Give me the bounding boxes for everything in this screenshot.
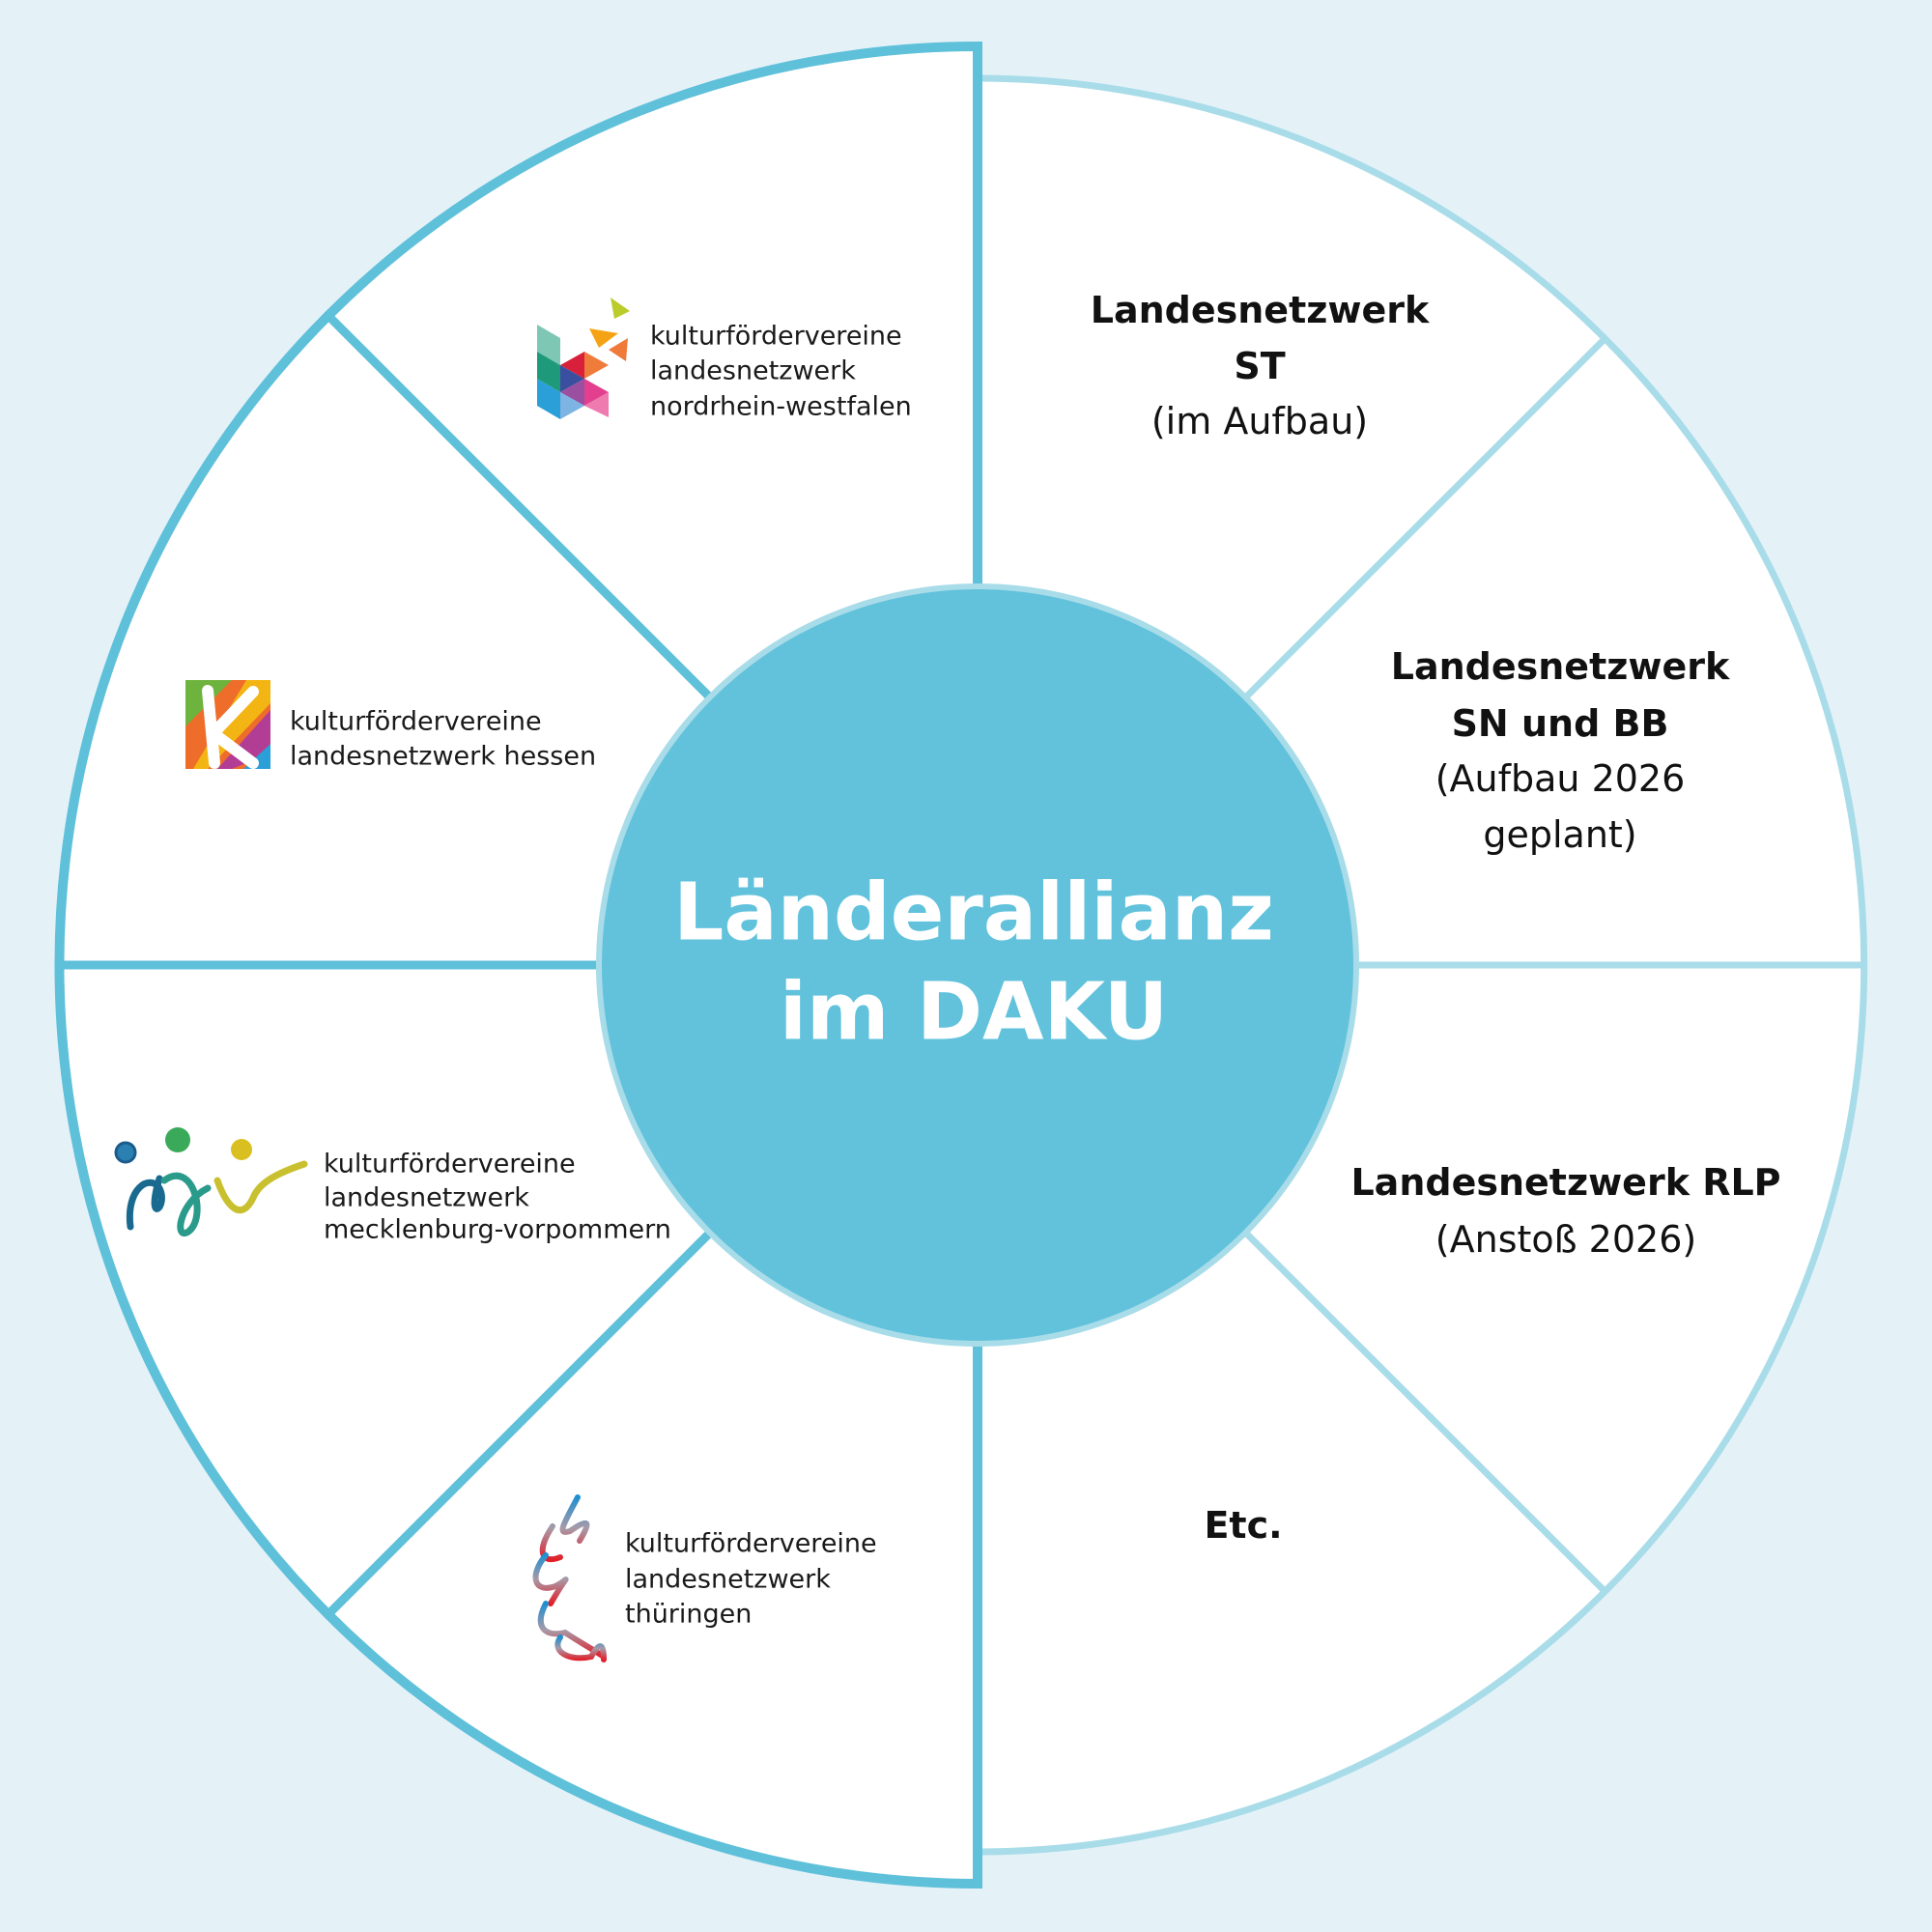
thueringen-logo-text: kulturfördervereine — [625, 1529, 877, 1559]
segment-etc: Etc. — [1204, 1504, 1282, 1547]
center-circle — [602, 589, 1353, 1341]
segment-st-title: ST — [1234, 345, 1285, 387]
segment-hessen: kulturfördervereine landesnetzwerk hesse… — [185, 680, 596, 772]
title-line-1: Länderallianz — [673, 867, 1274, 959]
segment-mv: kulturfördervereine landesnetzwerk meckl… — [114, 1127, 671, 1245]
segment-sn-bb-title: SN und BB — [1452, 702, 1669, 745]
title-line-2: im DAKU — [780, 967, 1168, 1059]
mv-logo-text: kulturfördervereine — [324, 1150, 576, 1179]
hessen-logo-text: kulturfördervereine — [290, 707, 542, 737]
segment-rlp-note: (Anstoß 2026) — [1435, 1218, 1696, 1261]
segment-rlp: Landesnetzwerk RLP (Anstoß 2026) — [1350, 1161, 1780, 1261]
segment-etc-title: Etc. — [1204, 1504, 1282, 1547]
mv-logo-text: landesnetzwerk — [324, 1183, 529, 1213]
segment-rlp-title: Landesnetzwerk RLP — [1350, 1161, 1780, 1204]
mv-figures-logo-icon — [114, 1127, 308, 1237]
segment-sn-bb-note: (Aufbau 2026 — [1435, 757, 1686, 800]
segment-nrw: kulturfördervereine landesnetzwerk nordr… — [537, 298, 912, 422]
thueringen-logo-text: landesnetzwerk — [625, 1565, 831, 1595]
segment-sn-bb-note: geplant) — [1483, 813, 1636, 856]
segment-sn-bb: Landesnetzwerk SN und BB (Aufbau 2026 ge… — [1391, 645, 1730, 856]
mv-logo-text: mecklenburg-vorpommern — [324, 1215, 671, 1245]
thueringen-leaf-logo-icon — [532, 1494, 607, 1662]
segment-st: Landesnetzwerk ST (im Aufbau) — [1091, 289, 1430, 442]
nrw-logo-text: nordrhein-westfalen — [650, 392, 912, 422]
segment-st-note: (im Aufbau) — [1151, 400, 1368, 442]
segment-st-title: Landesnetzwerk — [1091, 289, 1430, 331]
nrw-logo-text: landesnetzwerk — [650, 356, 856, 386]
thueringen-logo-text: thüringen — [625, 1600, 752, 1630]
hessen-logo-text: landesnetzwerk hessen — [290, 742, 596, 772]
hessen-k-logo-icon — [185, 680, 270, 769]
nrw-k-logo-icon — [537, 298, 630, 419]
segment-thueringen: kulturfördervereine landesnetzwerk thüri… — [532, 1494, 877, 1662]
segment-sn-bb-title: Landesnetzwerk — [1391, 645, 1730, 688]
nrw-logo-text: kulturfördervereine — [650, 322, 902, 352]
